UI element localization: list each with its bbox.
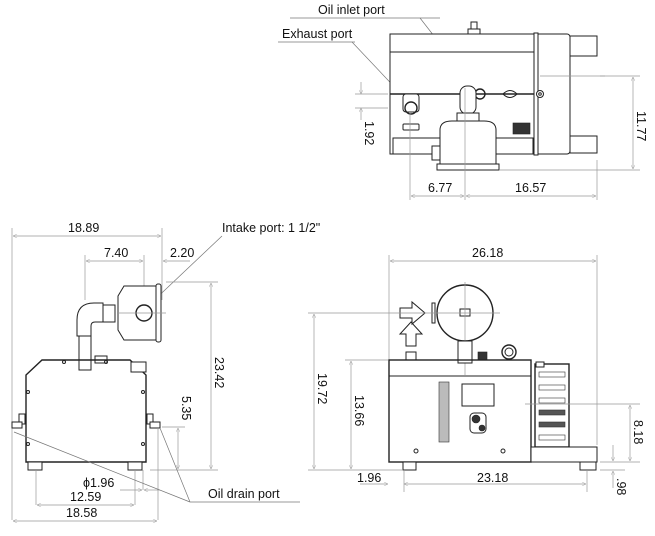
dim-19-72: 19.72	[315, 373, 329, 404]
dim-1-96: 1.96	[357, 471, 381, 485]
dim-0-98: .98	[614, 478, 628, 495]
dim-18-89: 18.89	[68, 221, 99, 235]
dim-8-18: 8.18	[631, 420, 645, 444]
dim-26-18: 26.18	[472, 246, 503, 260]
flow-arrow-right-icon	[399, 300, 426, 326]
top-view: Oil inlet port Exhaust port	[278, 3, 648, 200]
dim-12-59: 12.59	[70, 490, 101, 504]
dim-2-20: 2.20	[170, 246, 194, 260]
dim-phi-1-96: ϕ1.96	[83, 476, 114, 490]
dim-16-57: 16.57	[515, 181, 546, 195]
side-view: 26.18	[308, 246, 645, 495]
dim-23-18: 23.18	[477, 471, 508, 485]
intake-port-label: Intake port: 1 1/2"	[222, 221, 320, 235]
oil-drain-port-label: Oil drain port	[208, 487, 280, 501]
dim-5-35: 5.35	[179, 396, 193, 420]
dim-11-77: 11.77	[634, 111, 648, 141]
dim-23-42: 23.42	[212, 357, 226, 388]
end-view: 18.89 7.40 2.20 Intake port: 1 1/2"	[11, 221, 320, 521]
dim-1-92: 1.92	[362, 121, 376, 145]
dim-13-66: 13.66	[352, 395, 366, 426]
exhaust-port-label: Exhaust port	[282, 27, 353, 41]
dim-18-58: 18.58	[66, 506, 97, 520]
oil-inlet-port-label: Oil inlet port	[318, 3, 385, 17]
flow-arrow-up-icon	[398, 321, 424, 347]
dim-6-77: 6.77	[428, 181, 452, 195]
side-body	[388, 359, 532, 463]
end-body	[25, 359, 147, 463]
dim-7-40: 7.40	[104, 246, 128, 260]
